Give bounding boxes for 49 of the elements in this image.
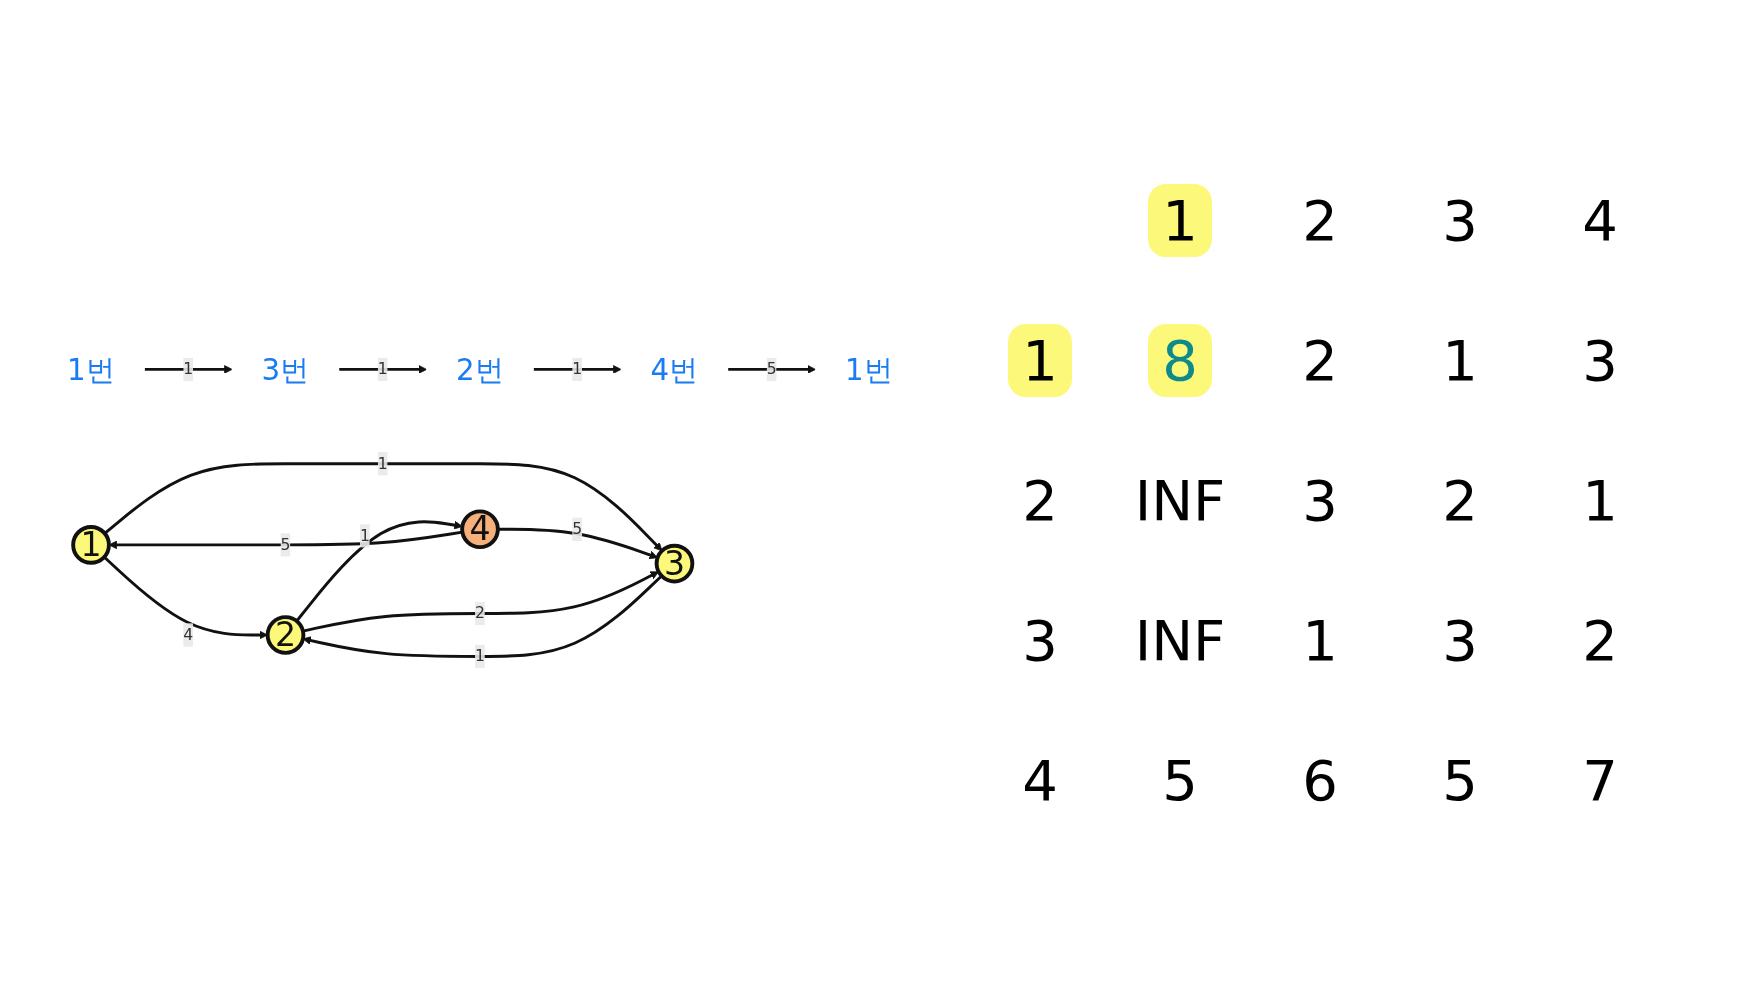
row-header: 3 bbox=[1021, 606, 1059, 675]
column-header: 4 bbox=[1581, 186, 1619, 255]
distance-value: 3 bbox=[1301, 466, 1339, 535]
node-circle: 2 bbox=[265, 614, 306, 655]
arrow bbox=[338, 364, 428, 374]
column-header: 1 bbox=[1148, 183, 1212, 257]
distance-value: 8 bbox=[1148, 323, 1212, 397]
distance-value: 2 bbox=[1301, 326, 1339, 395]
node-text: 3번 bbox=[261, 351, 310, 386]
column-header: 3 bbox=[1441, 186, 1479, 255]
distance-value: 1 bbox=[1441, 326, 1479, 395]
column-header: 2 bbox=[1301, 186, 1339, 255]
node-circle: 4 bbox=[460, 508, 500, 549]
node-text: 1번 bbox=[845, 351, 893, 386]
edge-label: 1 bbox=[183, 359, 194, 378]
edge-label: 1 bbox=[572, 359, 583, 378]
distance-value: INF bbox=[1133, 466, 1227, 535]
distance-value: 6 bbox=[1301, 746, 1339, 815]
edge-label: 5 bbox=[280, 534, 291, 554]
node-circle: 1 bbox=[71, 524, 111, 565]
node-text: 2번 bbox=[456, 351, 504, 386]
arrow bbox=[144, 364, 233, 374]
edge-label: 5 bbox=[572, 519, 583, 538]
edge-label: 1 bbox=[377, 359, 388, 378]
distance-value: 5 bbox=[1161, 746, 1199, 815]
row-header: 1 bbox=[1008, 323, 1072, 397]
distance-value: 3 bbox=[1581, 326, 1619, 395]
distance-value: 2 bbox=[1441, 466, 1479, 535]
arrow bbox=[533, 364, 622, 374]
distance-value: 2 bbox=[1581, 606, 1619, 675]
arrow bbox=[295, 519, 463, 622]
edge-label: 1 bbox=[475, 646, 485, 665]
distance-value: 7 bbox=[1581, 746, 1619, 815]
edge-label: 1 bbox=[359, 525, 370, 545]
distance-value: 1 bbox=[1301, 606, 1339, 675]
distance-value: 3 bbox=[1441, 606, 1479, 675]
edge-label: 1 bbox=[377, 453, 388, 473]
distance-value: 1 bbox=[1581, 466, 1619, 535]
node-text: 1번 bbox=[67, 351, 115, 386]
distance-value: 5 bbox=[1441, 746, 1479, 815]
edge-label: 4 bbox=[183, 624, 194, 644]
distance-value: INF bbox=[1133, 606, 1227, 675]
edge-label: 5 bbox=[766, 359, 777, 378]
arrow bbox=[727, 364, 817, 374]
row-header: 4 bbox=[1021, 746, 1059, 815]
node-text: 4번 bbox=[650, 351, 699, 386]
node-circle: 3 bbox=[654, 543, 695, 583]
edge-label: 2 bbox=[475, 603, 485, 622]
row-header: 2 bbox=[1021, 466, 1059, 535]
